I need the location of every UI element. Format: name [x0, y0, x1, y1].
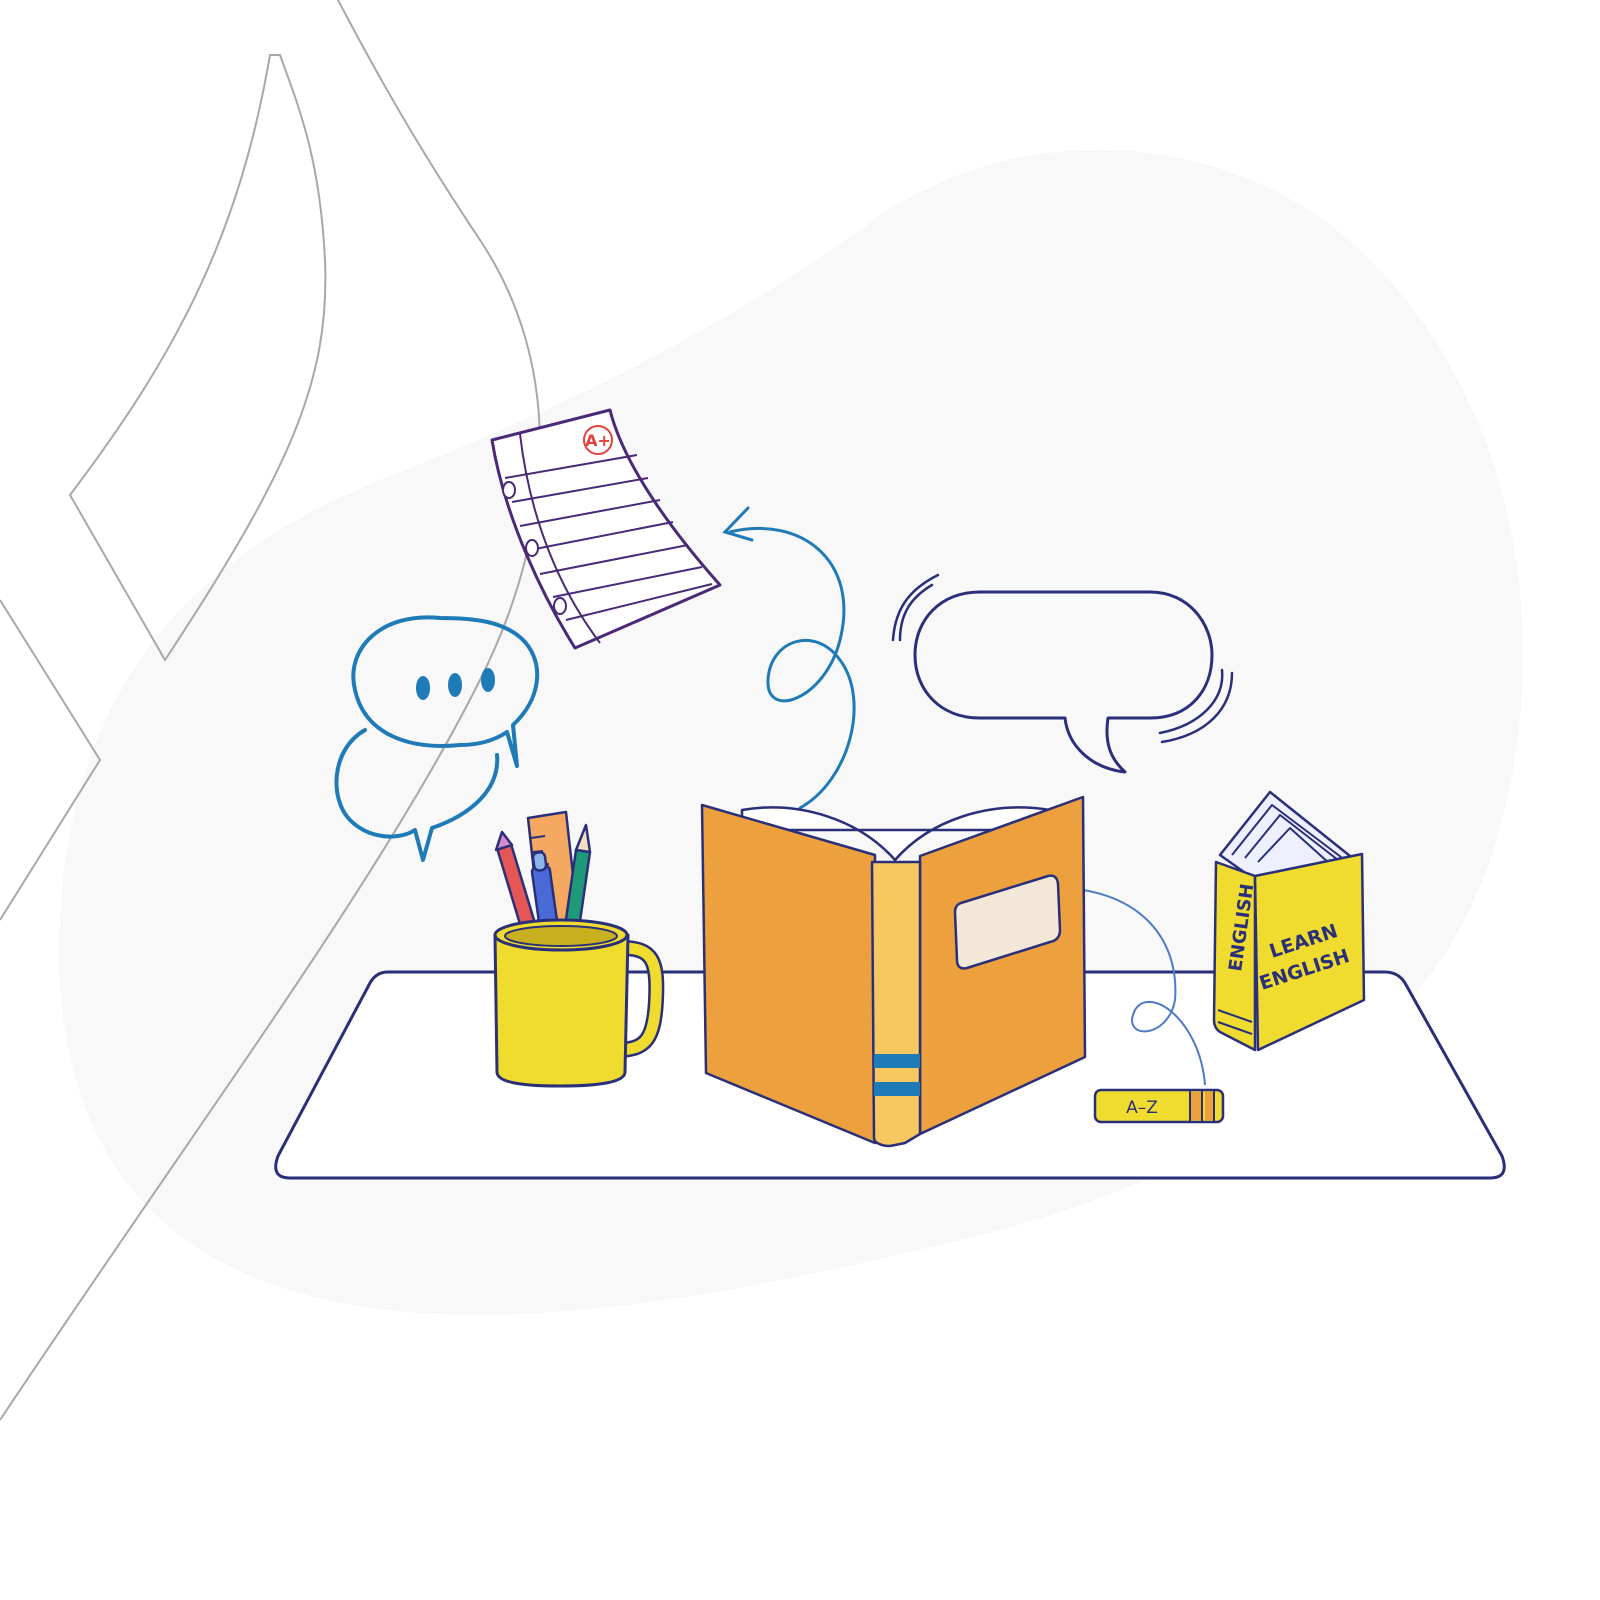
small-book-icon: A–Z — [1093, 1088, 1225, 1124]
gray-outline-shapes — [0, 0, 541, 1421]
open-book-icon — [700, 795, 1087, 1148]
speech-motion-lines — [891, 573, 1234, 744]
grade-circle — [583, 425, 613, 455]
grade-text: A+ — [585, 431, 611, 450]
typing-dots — [416, 668, 495, 700]
thin-curly-line — [1029, 886, 1206, 1086]
small-book-label: A–Z — [1126, 1098, 1158, 1118]
chat-bubbles-icon — [334, 615, 540, 862]
paper-grade-icon: A+ — [490, 408, 722, 650]
curly-arrow-icon — [722, 506, 856, 810]
speech-bubble-icon — [913, 590, 1214, 774]
pencil-cup-icon — [493, 810, 665, 1088]
english-book-icon — [1212, 790, 1366, 1052]
